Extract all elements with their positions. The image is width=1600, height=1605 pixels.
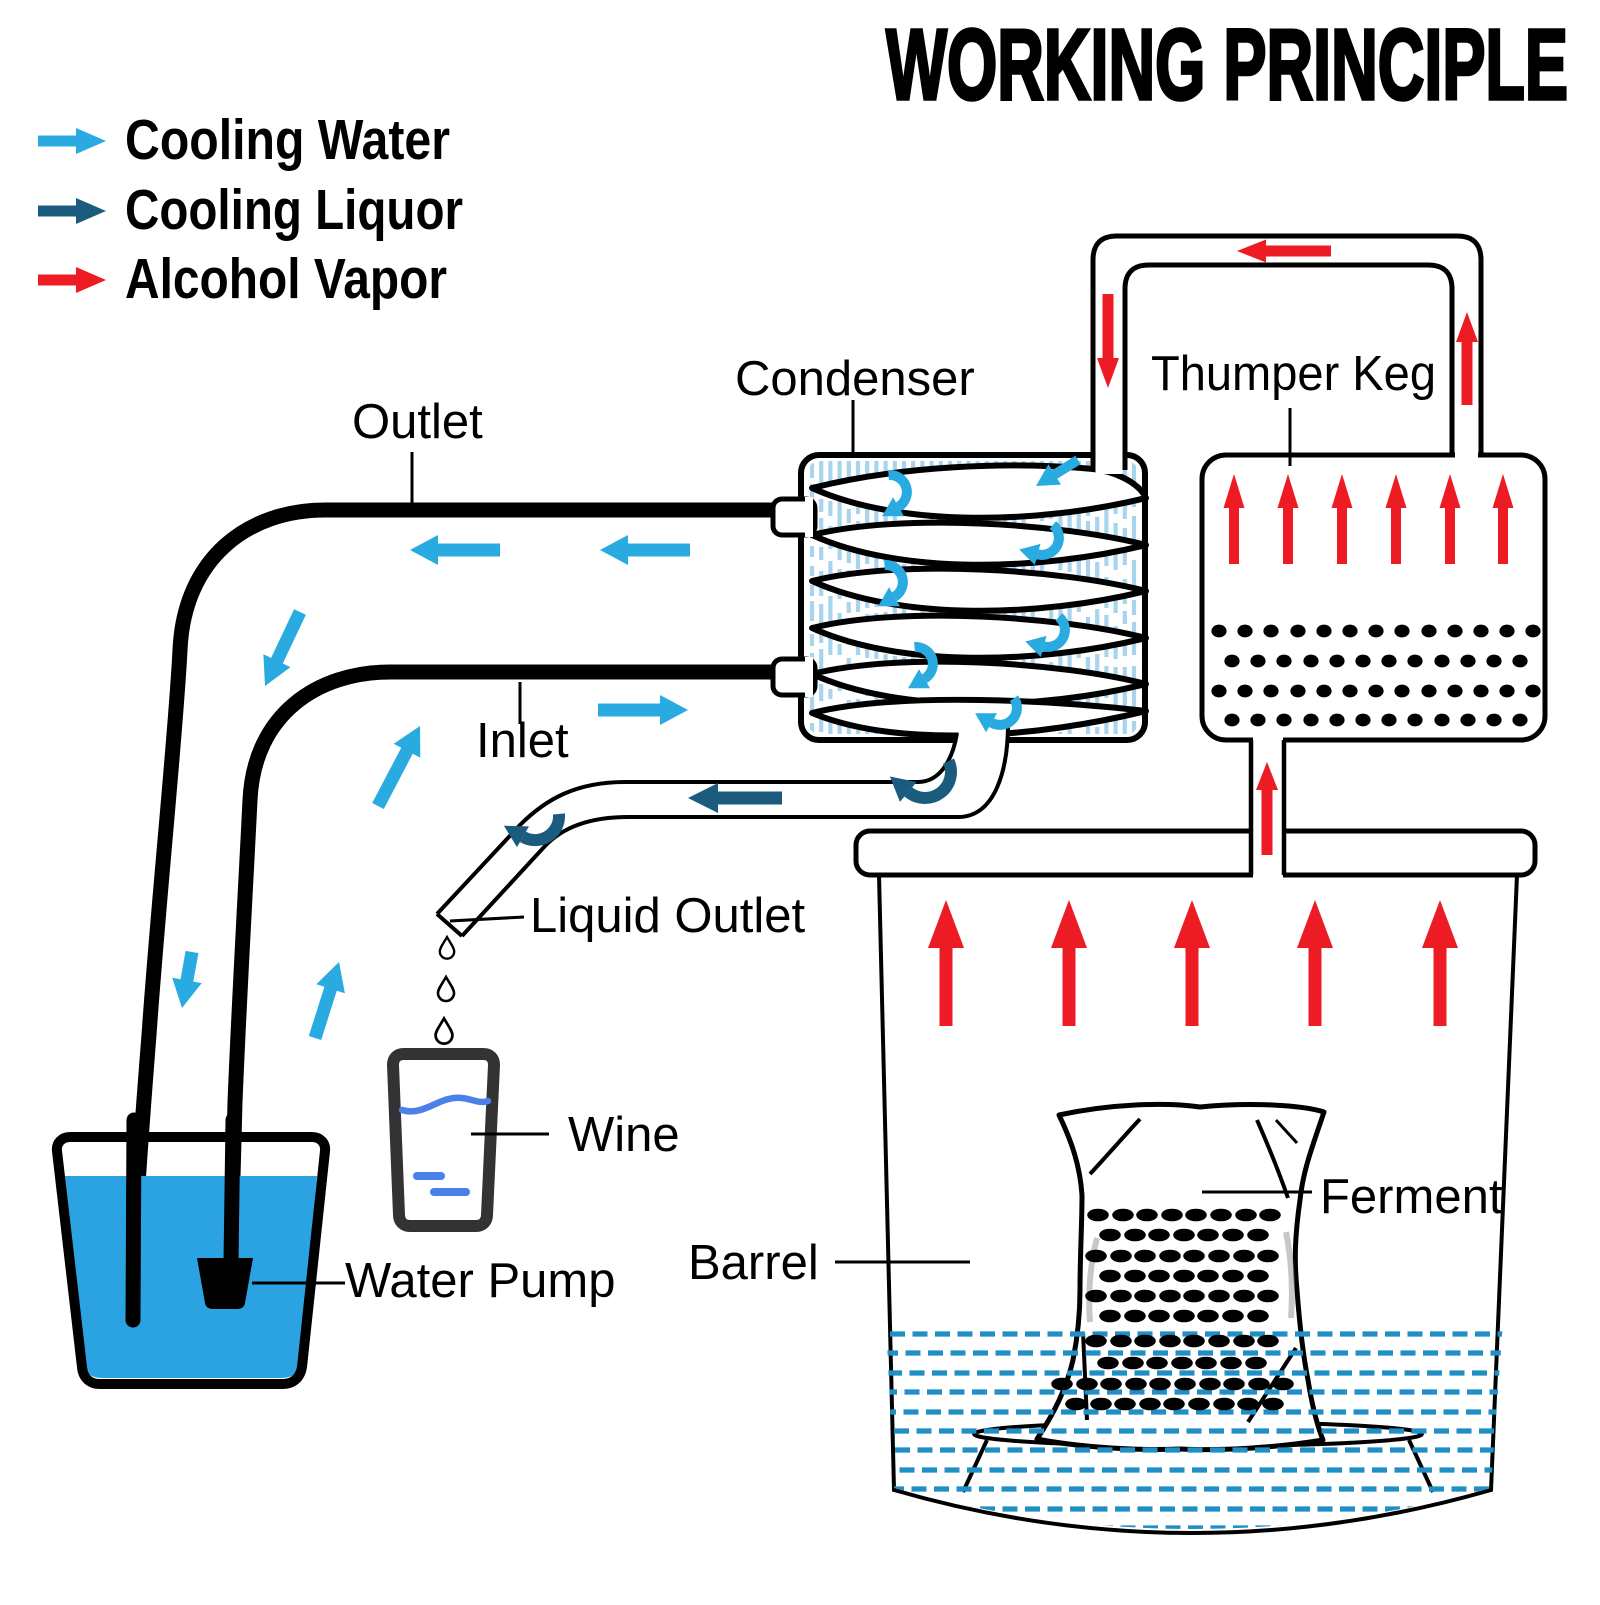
svg-text:Inlet: Inlet (476, 714, 569, 768)
svg-text:Ferment: Ferment (1320, 1170, 1503, 1224)
svg-text:Liquid Outlet: Liquid Outlet (530, 889, 806, 943)
svg-text:Cooling Water: Cooling Water (125, 108, 450, 172)
svg-text:WORKING PRINCIPLE: WORKING PRINCIPLE (886, 9, 1568, 121)
svg-text:Thumper Keg: Thumper Keg (1151, 347, 1436, 401)
svg-text:Water Pump: Water Pump (345, 1254, 615, 1308)
svg-text:Cooling Liquor: Cooling Liquor (125, 178, 463, 242)
svg-text:Alcohol Vapor: Alcohol Vapor (125, 247, 447, 311)
svg-text:Condenser: Condenser (735, 352, 975, 406)
svg-text:Barrel: Barrel (688, 1236, 819, 1290)
svg-text:Wine: Wine (568, 1108, 680, 1162)
svg-text:Outlet: Outlet (352, 395, 483, 449)
